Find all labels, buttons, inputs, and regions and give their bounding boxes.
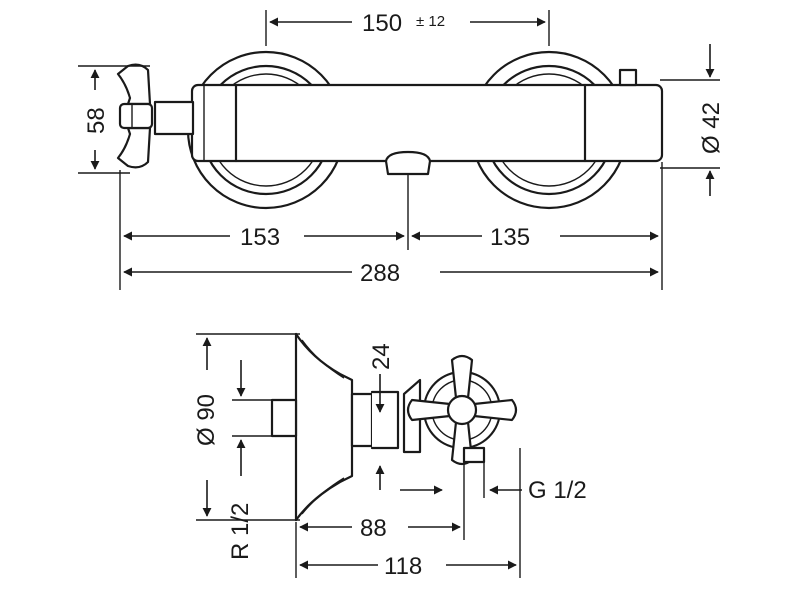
- dim-inlet-thread: R 1/2: [227, 503, 254, 560]
- dim-spacing-tolerance: ± 12: [416, 13, 445, 30]
- cross-handle-front: [406, 354, 518, 466]
- dim-hex: 24: [368, 343, 395, 370]
- mixer-body: [190, 68, 664, 176]
- dim-left-length: 153: [240, 224, 280, 251]
- dim-spacing: 150: [362, 10, 402, 37]
- rosette-profile: [294, 332, 354, 522]
- cross-handle-top: [116, 63, 195, 169]
- dim-rosette-diameter: Ø 90: [193, 394, 220, 446]
- dim-total-length: 288: [360, 260, 400, 287]
- inlet-stub: [270, 398, 298, 438]
- dim-outlet-thread: G 1/2: [528, 477, 587, 504]
- dim-body-diameter: Ø 42: [698, 102, 725, 154]
- union-nut: [350, 392, 374, 448]
- side-view: 24 Ø 90 R 1/2 G 1/2 88 118: [193, 332, 587, 580]
- dim-depth: 88: [360, 515, 387, 542]
- dim-depth-total: 118: [384, 553, 422, 580]
- dim-height: 58: [83, 107, 110, 134]
- top-view: 150 ± 12 58 Ø 42 153 135 288: [78, 10, 725, 290]
- dim-right-length: 135: [490, 224, 530, 251]
